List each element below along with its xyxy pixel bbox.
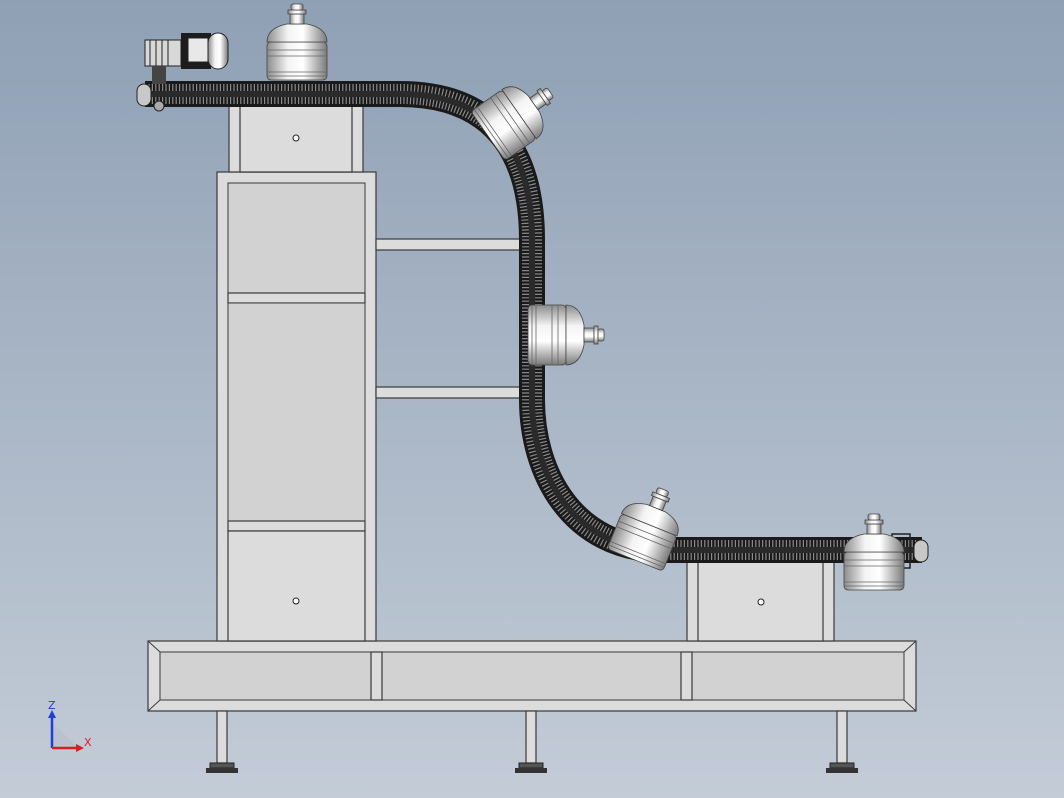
leveling-foot[interactable] (515, 710, 547, 773)
axis-triad: Z X (48, 699, 92, 752)
x-axis-label: X (84, 736, 92, 749)
water-jug[interactable] (527, 304, 605, 366)
water-jug[interactable] (470, 67, 568, 161)
support-frame[interactable] (216, 101, 527, 642)
z-axis-label: Z (48, 699, 56, 712)
gear-motor[interactable] (144, 32, 229, 112)
water-jug[interactable] (266, 3, 328, 81)
base-frame[interactable] (147, 640, 917, 712)
leveling-foot[interactable] (826, 710, 858, 773)
leveling-foot[interactable] (206, 710, 238, 773)
support-frame[interactable] (686, 559, 835, 642)
water-jug[interactable] (843, 513, 905, 591)
